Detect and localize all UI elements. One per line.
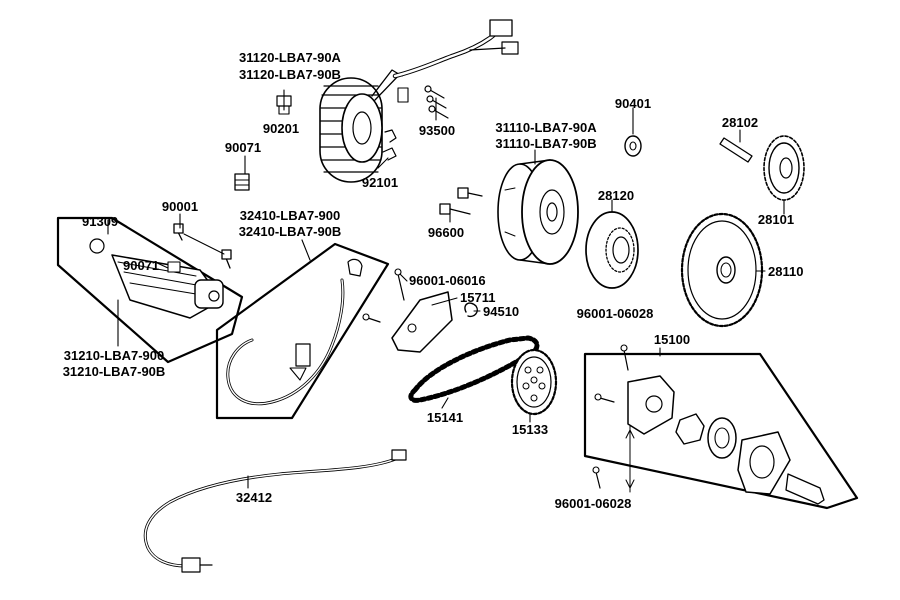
label-90071-top: 90071 xyxy=(224,140,262,155)
stator-coil xyxy=(319,19,519,183)
label-90201: 90201 xyxy=(262,121,300,136)
label-90071-motor: 90071 xyxy=(123,258,160,273)
label-92101: 92101 xyxy=(361,175,399,190)
starter-cable-group xyxy=(215,242,390,420)
ground-cable-32412 xyxy=(143,449,407,573)
label-93500: 93500 xyxy=(418,123,456,138)
label-28110: 28110 xyxy=(768,264,804,279)
plug-90071-top xyxy=(234,173,250,191)
oil-pump-group xyxy=(583,344,859,510)
washer-90401 xyxy=(624,135,642,157)
label-15141: 15141 xyxy=(426,410,464,425)
label-96001-pump: 96001-06028 xyxy=(576,306,654,321)
gear-28110 xyxy=(680,212,764,328)
label-32412: 32412 xyxy=(235,490,273,505)
label-15711: 15711 xyxy=(460,290,496,305)
label-28102: 28102 xyxy=(721,115,759,130)
label-15133: 15133 xyxy=(511,422,549,437)
label-15100: 15100 xyxy=(653,332,691,347)
label-94510: 94510 xyxy=(483,304,520,319)
leader-lines xyxy=(107,89,785,489)
label-motor-b: 31210-LBA7-90B xyxy=(62,364,166,379)
flywheel xyxy=(497,159,579,265)
label-cable-a: 32410-LBA7-900 xyxy=(239,208,341,223)
label-stator-b: 31120-LBA7-90B xyxy=(239,67,341,82)
bolts-90001 xyxy=(173,223,232,269)
label-stator-a: 31120-LBA7-90A xyxy=(239,50,341,65)
bolts-96600 xyxy=(439,187,483,215)
label-cable-b: 32410-LBA7-90B xyxy=(238,224,342,239)
pin-28102 xyxy=(719,137,753,163)
clips-92101 xyxy=(382,129,397,161)
label-28120: 28120 xyxy=(597,188,635,203)
clutch-28120 xyxy=(585,211,639,289)
label-flywheel-a: 31110-LBA7-90A xyxy=(495,120,597,135)
cover-15711 xyxy=(362,268,453,353)
label-motor-a: 31210-LBA7-900 xyxy=(63,348,165,363)
label-flywheel-b: 31110-LBA7-90B xyxy=(495,136,597,151)
sprocket-15133 xyxy=(510,348,558,416)
clip-94510 xyxy=(464,302,478,318)
label-90001: 90001 xyxy=(161,199,199,214)
starter-motor-group xyxy=(56,216,244,364)
label-96001-bottom: 96001-06028 xyxy=(554,496,632,511)
label-96600: 96600 xyxy=(427,225,465,240)
label-96001-top: 96001-06016 xyxy=(409,273,486,288)
label-90401: 90401 xyxy=(614,96,652,111)
label-28101: 28101 xyxy=(757,212,795,227)
label-91309: 91309 xyxy=(82,214,119,229)
gear-28101 xyxy=(763,135,805,201)
